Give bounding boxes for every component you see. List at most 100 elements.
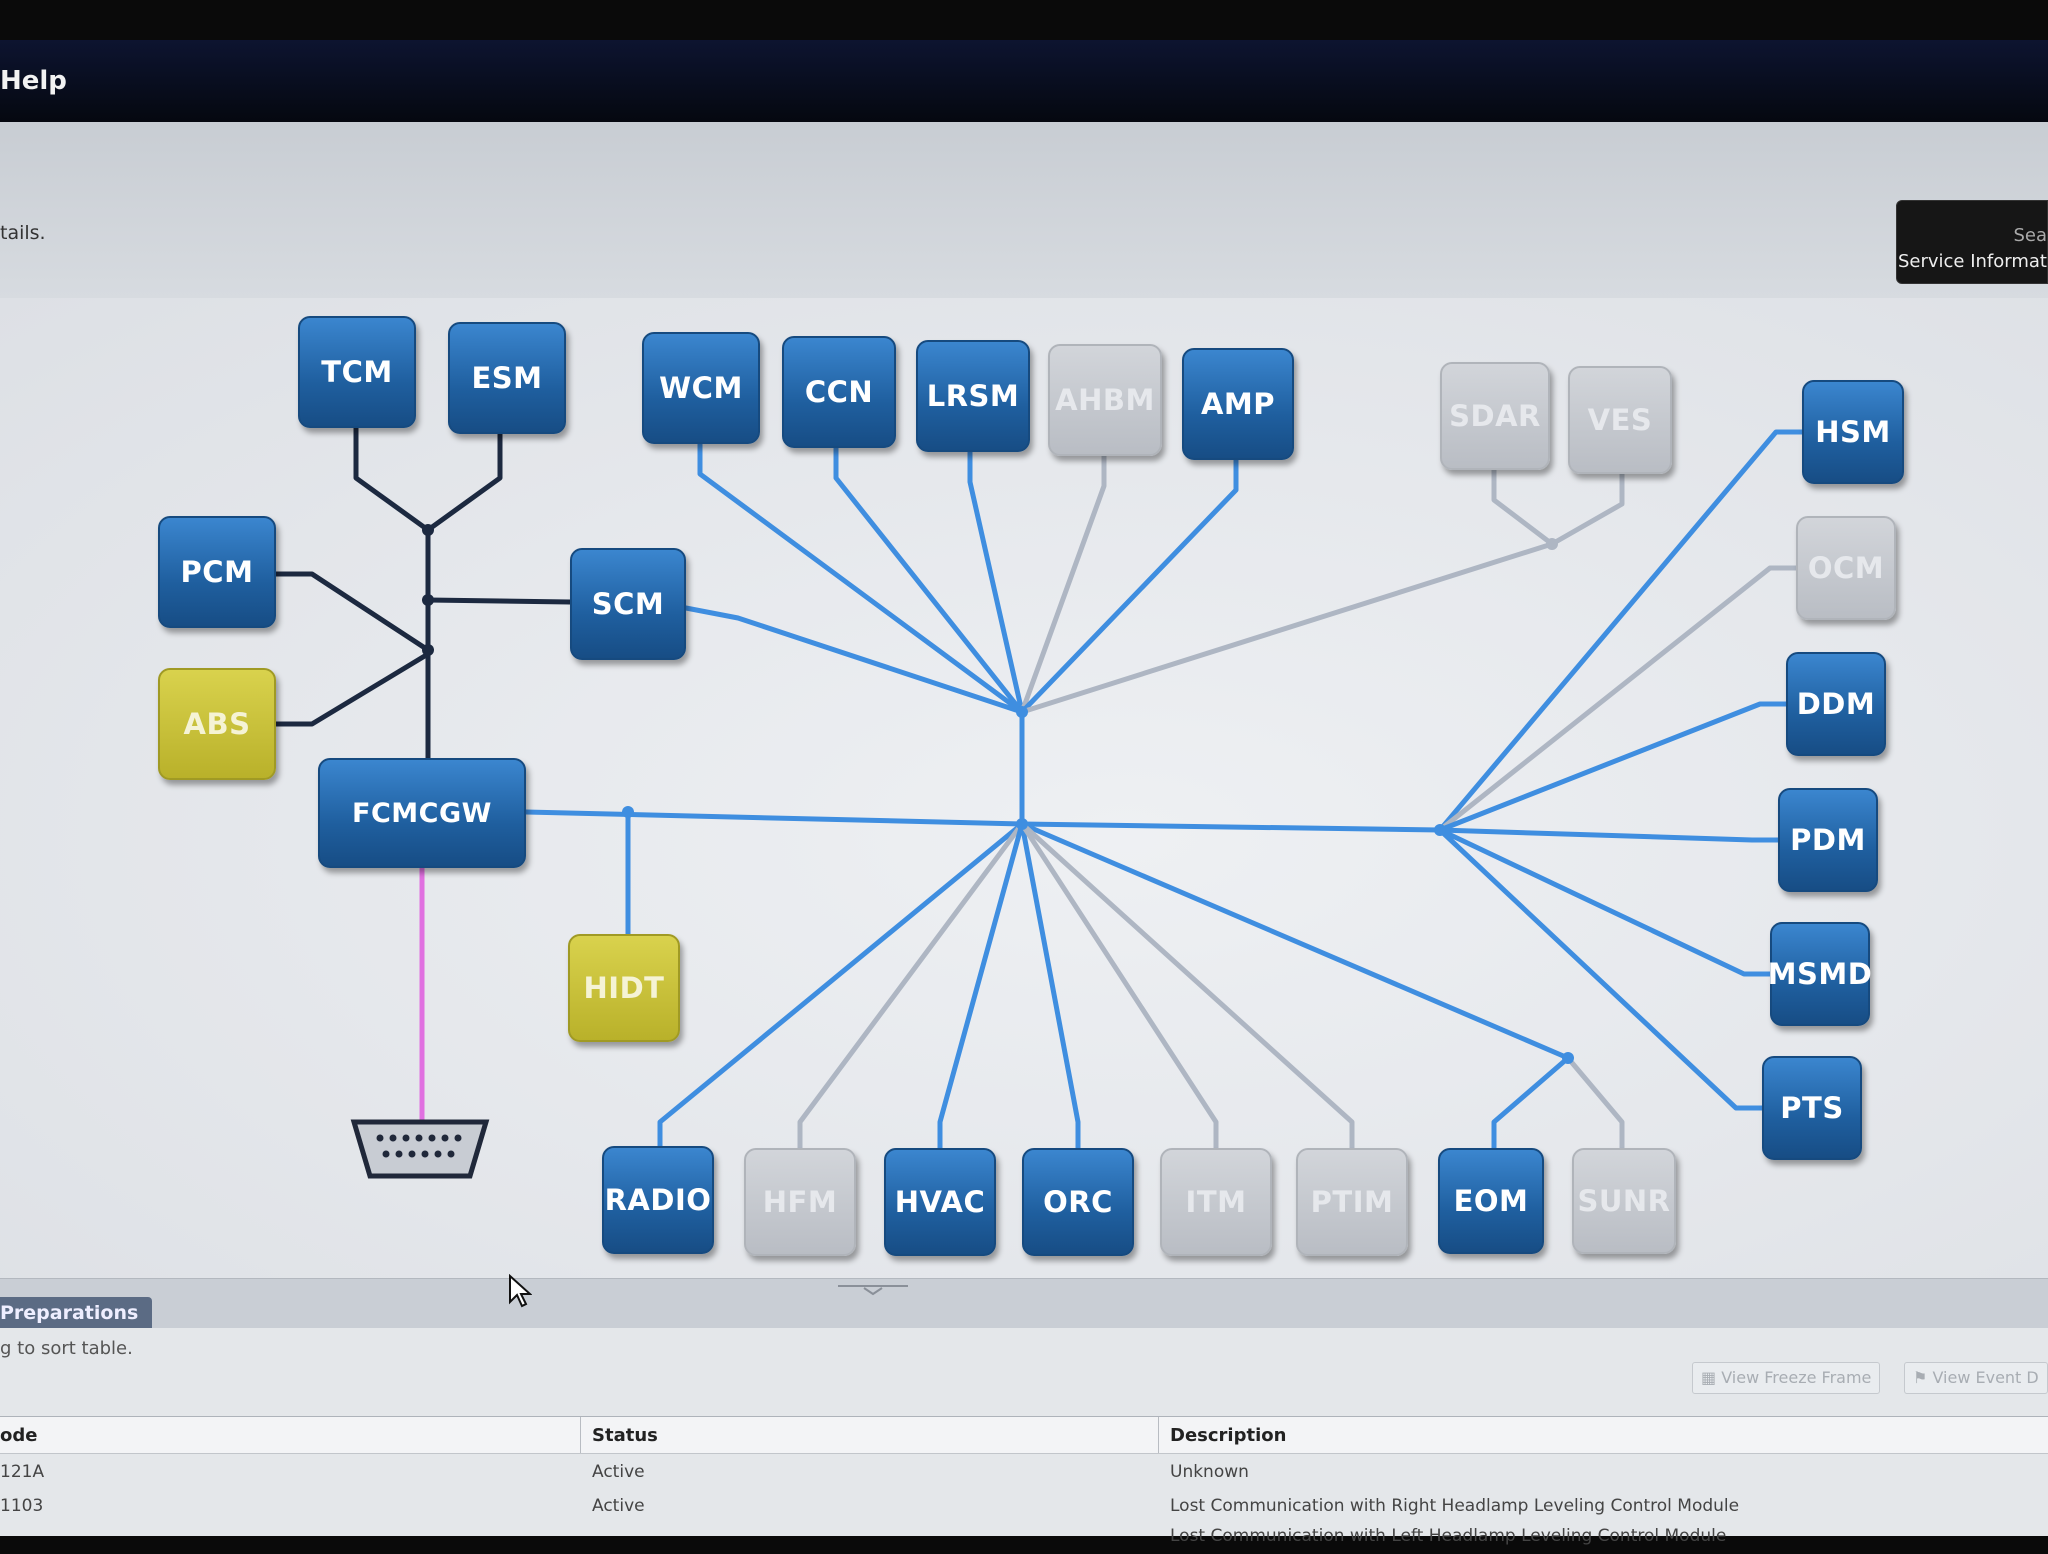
- bus-junction: [1434, 824, 1446, 836]
- dtc-panel: g to sort table. ▦ View Freeze Frame ⚑ V…: [0, 1328, 2048, 1546]
- bus-link: [1437, 827, 1765, 1111]
- column-separator[interactable]: [580, 1417, 581, 1453]
- topology-links: [273, 425, 1805, 1151]
- bus-link: [1019, 821, 1081, 1151]
- col-status-header[interactable]: Status: [592, 1425, 658, 1446]
- module-esm[interactable]: ESM: [448, 322, 566, 434]
- service-information-link[interactable]: Service Informat: [1897, 251, 2047, 272]
- bus-link: [657, 821, 1025, 1151]
- bus-link: [1019, 541, 1555, 715]
- module-ahbm[interactable]: AHBM: [1048, 344, 1162, 456]
- table-row[interactable]: 1103 Active Lost Communication with Righ…: [0, 1488, 2048, 1524]
- status-cell: Active: [592, 1496, 645, 1516]
- col-description-header[interactable]: Description: [1170, 1425, 1287, 1446]
- column-separator[interactable]: [1158, 1417, 1159, 1453]
- service-information-panel[interactable]: Sea Service Informat: [1896, 200, 2048, 284]
- module-pcm[interactable]: PCM: [158, 516, 276, 628]
- module-ptim[interactable]: PTIM: [1296, 1148, 1408, 1256]
- bus-link: [1437, 827, 1781, 843]
- bus-junction: [422, 644, 434, 656]
- table-row[interactable]: 121A Active Unknown: [0, 1454, 2048, 1490]
- module-pts[interactable]: PTS: [1762, 1056, 1862, 1160]
- module-sdar[interactable]: SDAR: [1440, 362, 1550, 470]
- dlc-connector-icon[interactable]: [350, 1118, 490, 1184]
- bus-junction: [422, 524, 434, 536]
- search-link[interactable]: Sea: [2013, 225, 2047, 246]
- module-eom[interactable]: EOM: [1438, 1148, 1544, 1254]
- module-amp[interactable]: AMP: [1182, 348, 1294, 460]
- module-ccn[interactable]: CCN: [782, 336, 896, 448]
- bus-link: [273, 571, 431, 653]
- flag-icon: ⚑: [1913, 1368, 1933, 1387]
- info-hint: tails.: [0, 222, 46, 244]
- view-freeze-frame-button[interactable]: ▦ View Freeze Frame: [1692, 1362, 1881, 1394]
- module-pdm[interactable]: PDM: [1778, 788, 1878, 892]
- description-cell: Lost Communication with Left Headlamp Le…: [1170, 1526, 1727, 1546]
- col-code-header[interactable]: ode: [0, 1425, 38, 1446]
- code-cell: 121A: [0, 1462, 45, 1482]
- help-menu[interactable]: Help: [0, 66, 67, 96]
- bus-link: [1019, 821, 1571, 1061]
- bus-link: [937, 821, 1025, 1151]
- view-freeze-frame-label: View Freeze Frame: [1721, 1368, 1872, 1387]
- freeze-frame-icon: ▦: [1701, 1368, 1722, 1387]
- bus-link: [797, 821, 1025, 1151]
- splitter-handle-icon[interactable]: [838, 1282, 908, 1296]
- bus-link: [1491, 467, 1555, 547]
- info-band: tails.: [0, 122, 2048, 298]
- bus-link: [1437, 565, 1799, 833]
- module-hidt[interactable]: HIDT: [568, 934, 680, 1042]
- bus-link: [1019, 457, 1239, 715]
- module-hvac[interactable]: HVAC: [884, 1148, 996, 1256]
- module-orc[interactable]: ORC: [1022, 1148, 1134, 1256]
- bus-link: [1549, 471, 1625, 547]
- module-ves[interactable]: VES: [1568, 366, 1672, 474]
- view-event-label: View Event D: [1932, 1368, 2039, 1387]
- bus-link: [683, 605, 1025, 715]
- bus-link: [1019, 453, 1107, 715]
- module-ocm[interactable]: OCM: [1796, 516, 1896, 620]
- bus-link: [1437, 429, 1805, 833]
- module-tcm[interactable]: TCM: [298, 316, 416, 428]
- bus-link: [1565, 1055, 1625, 1151]
- bus-link: [273, 651, 431, 727]
- bus-link: [697, 441, 1025, 715]
- module-wcm[interactable]: WCM: [642, 332, 760, 444]
- bus-link: [425, 597, 573, 605]
- module-hfm[interactable]: HFM: [744, 1148, 856, 1256]
- bus-junction: [622, 806, 634, 818]
- module-msmd[interactable]: MSMD: [1768, 922, 1872, 1026]
- bus-link: [1437, 827, 1773, 977]
- mouse-pointer-icon: [509, 1274, 532, 1308]
- module-radio[interactable]: RADIO: [602, 1146, 714, 1254]
- bus-link: [1019, 821, 1219, 1151]
- module-abs[interactable]: ABS: [158, 668, 276, 780]
- module-hsm[interactable]: HSM: [1802, 380, 1904, 484]
- module-ddm[interactable]: DDM: [1786, 652, 1886, 756]
- module-itm[interactable]: ITM: [1160, 1148, 1272, 1256]
- bus-link: [967, 449, 1025, 715]
- bus-link: [1491, 1055, 1571, 1151]
- view-event-button[interactable]: ⚑ View Event D: [1904, 1362, 2048, 1394]
- menu-bar: Help: [0, 40, 2048, 122]
- bus-junction: [1562, 1052, 1574, 1064]
- code-cell: 1103: [0, 1496, 44, 1516]
- table-row[interactable]: Lost Communication with Left Headlamp Le…: [0, 1518, 2048, 1554]
- module-sunr[interactable]: SUNR: [1572, 1148, 1676, 1254]
- bus-link: [1437, 701, 1789, 833]
- bus-link: [523, 809, 1025, 827]
- bus-link: [353, 425, 503, 533]
- sort-hint: g to sort table.: [0, 1338, 133, 1359]
- bus-junction: [1016, 818, 1028, 830]
- module-fcmcgw[interactable]: FCMCGW: [318, 758, 526, 868]
- bus-junction: [422, 594, 434, 606]
- module-lrsm[interactable]: LRSM: [916, 340, 1030, 452]
- status-cell: Active: [592, 1462, 645, 1482]
- panel-divider: Preparations: [0, 1278, 2048, 1329]
- bus-junction: [1546, 538, 1558, 550]
- bus-link: [1019, 821, 1443, 833]
- module-scm[interactable]: SCM: [570, 548, 686, 660]
- description-cell: Unknown: [1170, 1462, 1249, 1482]
- preparations-tab[interactable]: Preparations: [0, 1297, 153, 1329]
